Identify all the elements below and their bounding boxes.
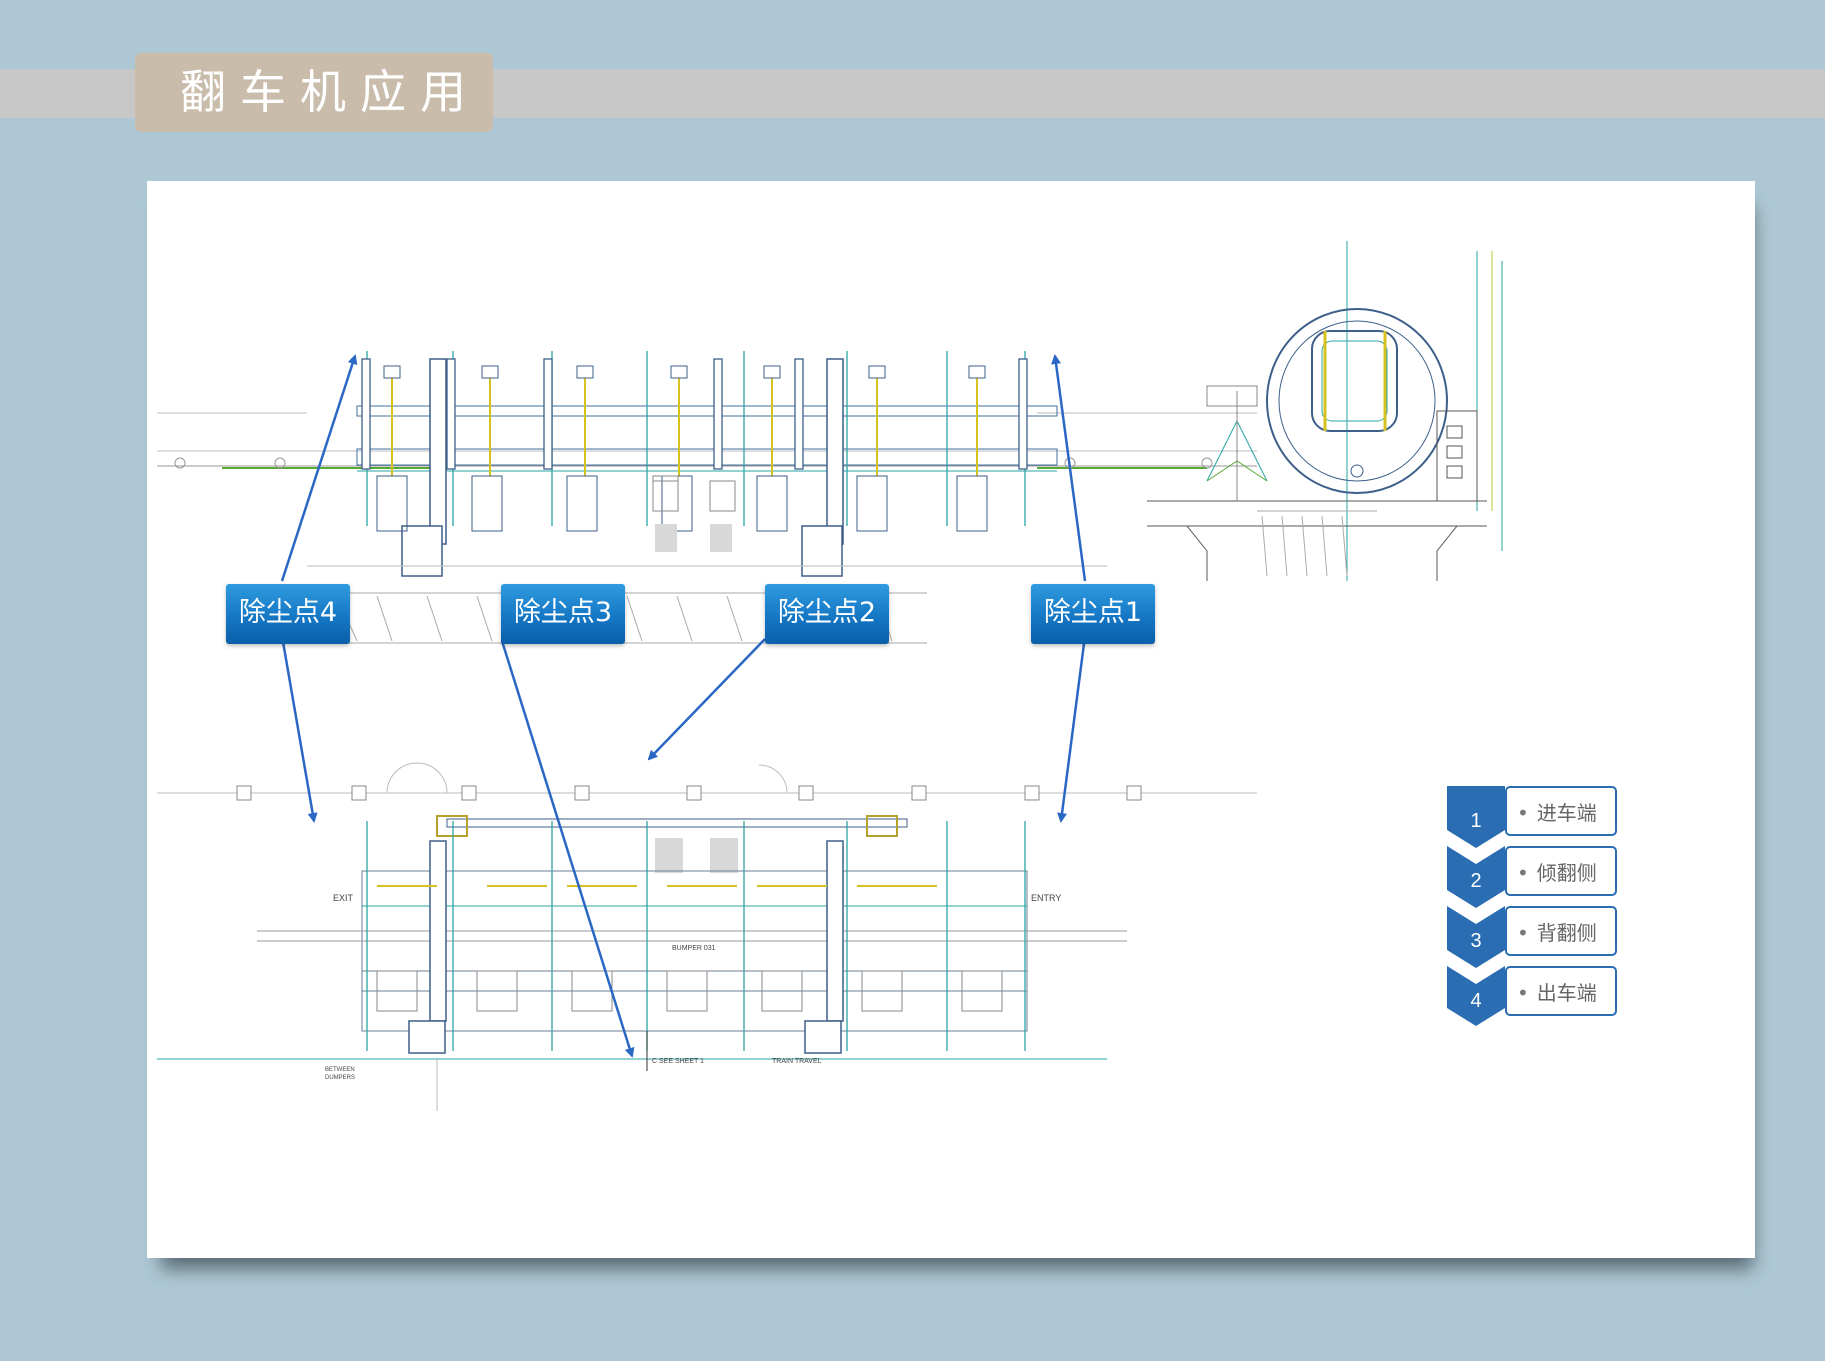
step-3-label: 背翻侧 bbox=[1536, 921, 1597, 945]
dust-point-3-label: 除尘点3 bbox=[513, 597, 613, 628]
dust-point-1-label: 除尘点1 bbox=[1043, 597, 1143, 628]
step-2-box: •倾翻侧 bbox=[1505, 846, 1617, 896]
entry-label: ENTRY bbox=[1031, 893, 1061, 903]
dust-point-4-label: 除尘点4 bbox=[238, 597, 338, 628]
exit-label: EXIT bbox=[333, 893, 354, 903]
step-1-label: 进车端 bbox=[1536, 801, 1597, 825]
dumpers-label: DUMPERS bbox=[325, 1075, 355, 1081]
step-1-number: 1 bbox=[1470, 810, 1482, 832]
content-card: EXIT ENTRY BUMPER 031 C SEE SHEET 1 TRAI… bbox=[147, 181, 1755, 1258]
step-chevrons bbox=[1447, 786, 1505, 1026]
page-title: 翻车机应用 bbox=[135, 53, 493, 132]
step-4-number: 4 bbox=[1470, 990, 1482, 1012]
step-2-number: 2 bbox=[1470, 870, 1482, 892]
train-travel-label: TRAIN TRAVEL bbox=[772, 1058, 822, 1065]
step-4-box: •出车端 bbox=[1505, 966, 1617, 1016]
step-2-label: 倾翻侧 bbox=[1536, 861, 1597, 885]
between-label: BETWEEN bbox=[325, 1067, 355, 1073]
dust-point-2-label: 除尘点2 bbox=[777, 597, 877, 628]
dust-point-arrows bbox=[280, 354, 1087, 1058]
step-list: 1 2 3 4 •进车端 •倾翻侧 •背翻侧 •出车端 bbox=[1447, 786, 1627, 1051]
step-4-label: 出车端 bbox=[1536, 981, 1597, 1005]
dust-point-3-tag: 除尘点3 bbox=[501, 584, 625, 644]
engineering-drawing: EXIT ENTRY BUMPER 031 C SEE SHEET 1 TRAI… bbox=[157, 241, 1503, 1111]
dust-point-4-tag: 除尘点4 bbox=[226, 584, 350, 644]
bottom-plan-drawing bbox=[157, 762, 1257, 1111]
dust-point-2-tag: 除尘点2 bbox=[765, 584, 889, 644]
step-3-box: •背翻侧 bbox=[1505, 906, 1617, 956]
see-sheet-label: C SEE SHEET 1 bbox=[652, 1058, 704, 1065]
step-1-box: •进车端 bbox=[1505, 786, 1617, 836]
bumper-label: BUMPER 031 bbox=[672, 945, 716, 952]
side-section-drawing bbox=[1147, 241, 1503, 581]
dust-point-1-tag: 除尘点1 bbox=[1031, 584, 1155, 644]
step-3-number: 3 bbox=[1470, 930, 1482, 952]
